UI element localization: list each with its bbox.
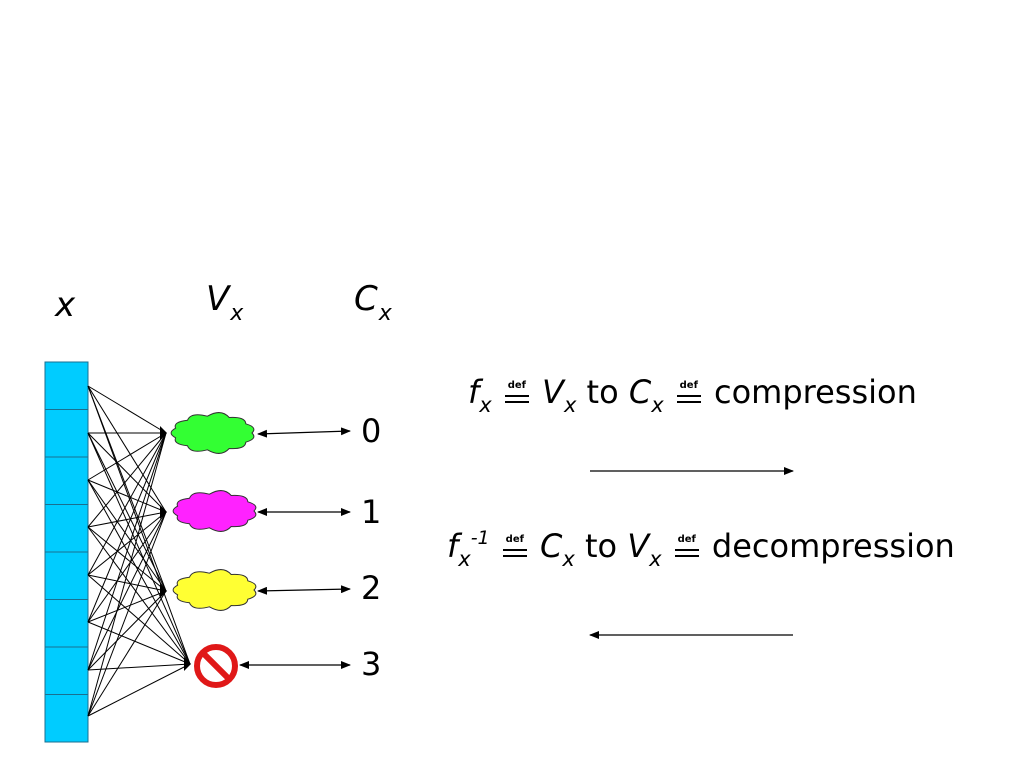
- green-cloud: [170, 412, 255, 454]
- value-sets-vx: [170, 412, 257, 688]
- connection-line: [87, 432, 167, 671]
- connection-line: [87, 385, 167, 434]
- connection-line: [87, 479, 167, 513]
- code-arrow: [257, 427, 351, 438]
- edge-convergence-point: [160, 584, 167, 598]
- connection-line: [87, 479, 167, 592]
- connection-line: [87, 663, 191, 671]
- cx-label: Cx: [354, 279, 392, 326]
- code-0: 0: [361, 412, 382, 450]
- connection-line: [87, 526, 167, 592]
- def-equals-symbol: def: [674, 379, 704, 409]
- yellow-cloud: [172, 569, 257, 611]
- connection-line: [87, 590, 167, 671]
- edge-convergence-point: [160, 426, 167, 440]
- connection-line: [87, 511, 167, 576]
- connection-line: [87, 526, 191, 665]
- connection-line: [87, 574, 167, 592]
- vector-cell: [44, 504, 89, 553]
- edge-convergence-point: [160, 505, 167, 519]
- x-label: x: [55, 285, 76, 325]
- connection-line: [87, 432, 167, 576]
- vector-cell: [44, 361, 89, 410]
- code-1: 1: [361, 493, 382, 531]
- compression-formula: fx def Vx to Cx def compression: [468, 373, 917, 417]
- connection-line: [87, 479, 191, 665]
- edge-convergence-point: [184, 657, 191, 671]
- vector-cell: [44, 694, 89, 743]
- code-mapping-arrows: [239, 427, 351, 669]
- connection-line: [87, 432, 167, 513]
- code-arrow: [257, 585, 351, 595]
- connection-line: [87, 511, 167, 671]
- connection-line: [87, 385, 191, 665]
- vector-cell: [44, 646, 89, 695]
- magenta-cloud: [172, 490, 257, 532]
- no-entry-icon: [194, 644, 238, 688]
- connection-line: [87, 385, 167, 513]
- connection-line: [87, 511, 167, 717]
- decompression-formula: fx-1 def Cx to Vx def decompression: [447, 527, 955, 571]
- connection-line: [87, 432, 167, 528]
- vector-cell: [44, 551, 89, 600]
- connection-line: [87, 432, 191, 665]
- connection-line: [87, 432, 167, 481]
- def-equals-symbol: def: [500, 533, 530, 563]
- connection-lines: [87, 385, 191, 717]
- def-equals-symbol: def: [672, 533, 702, 563]
- connection-line: [87, 663, 191, 717]
- code-3: 3: [361, 645, 382, 683]
- connection-line: [87, 432, 167, 717]
- input-vector-x: [44, 361, 89, 743]
- connection-line: [87, 590, 167, 717]
- vx-label: Vx: [206, 279, 244, 326]
- connection-line: [87, 590, 167, 623]
- connection-line: [87, 511, 167, 623]
- connection-line: [87, 432, 167, 592]
- vector-cell: [44, 456, 89, 505]
- vector-cell: [44, 409, 89, 458]
- connection-line: [87, 432, 167, 623]
- def-equals-symbol: def: [502, 379, 532, 409]
- connection-line: [87, 621, 191, 665]
- connection-line: [87, 574, 191, 665]
- connection-line: [87, 511, 167, 528]
- code-2: 2: [361, 569, 382, 607]
- vector-cell: [44, 599, 89, 648]
